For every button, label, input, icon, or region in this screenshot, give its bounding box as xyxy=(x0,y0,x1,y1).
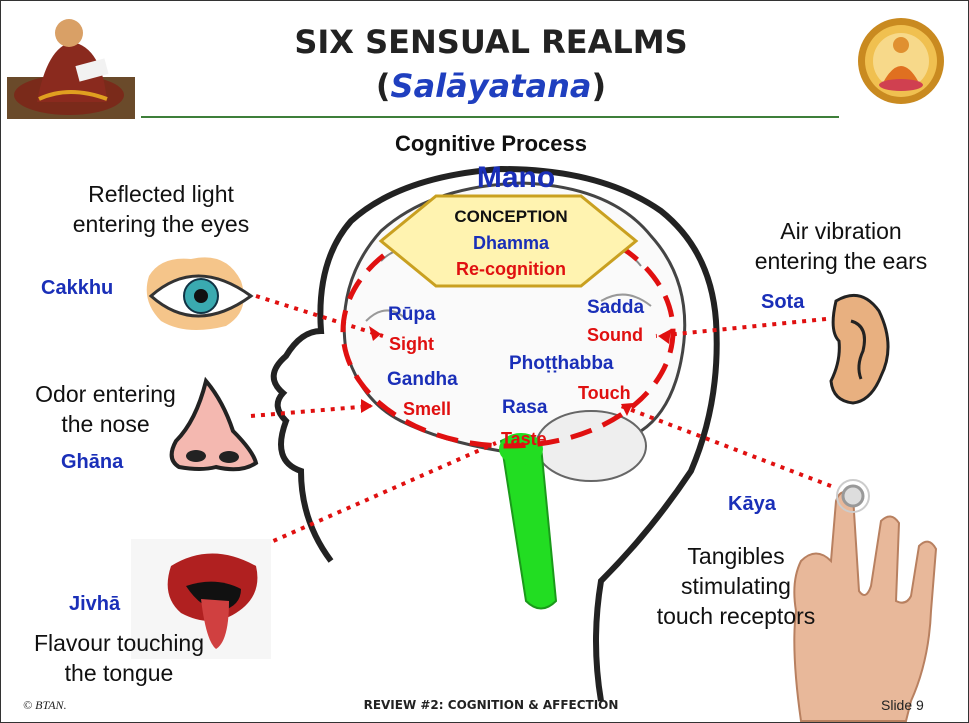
dhamma-label: Dhamma xyxy=(421,233,601,254)
ear-caption-line2: entering the ears xyxy=(721,246,961,276)
ear-caption-line1: Air vibration xyxy=(721,216,961,246)
footer-title: REVIEW #2: COGNITION & AFFECTION xyxy=(331,698,651,712)
sound-label: Sound xyxy=(587,325,643,346)
ear-image xyxy=(831,295,888,403)
touch-label: Touch xyxy=(578,383,631,404)
eye-caption: Reflected light entering the eyes xyxy=(36,179,286,239)
recognition-label: Re-cognition xyxy=(421,259,601,280)
cakkhu-label: Cakkhu xyxy=(41,277,113,300)
rasa-label: Rasa xyxy=(502,397,547,419)
rupa-label: Rūpa xyxy=(388,304,436,326)
eye-image xyxy=(147,257,251,330)
jivha-label: Jivhā xyxy=(69,593,120,616)
nose-caption-line2: the nose xyxy=(13,409,198,439)
nose-caption: Odor entering the nose xyxy=(13,379,198,439)
nose-caption-line1: Odor entering xyxy=(13,379,198,409)
body-caption-line3: touch receptors xyxy=(641,601,831,631)
slide-number: Slide 9 xyxy=(881,697,924,713)
body-caption-line2: stimulating xyxy=(641,571,831,601)
kaya-label: Kāya xyxy=(728,493,776,516)
mano-label: Mano xyxy=(456,161,576,195)
tongue-caption-line1: Flavour touching xyxy=(9,628,229,658)
footer-copyright: © BTAN. xyxy=(23,698,67,713)
sight-label: Sight xyxy=(389,334,434,355)
ear-caption: Air vibration entering the ears xyxy=(721,216,961,276)
photthabba-label: Phoṭṭhabba xyxy=(509,353,614,375)
conception-label: CONCEPTION xyxy=(421,207,601,227)
sadda-label: Sadda xyxy=(587,297,644,319)
taste-label: Taste xyxy=(501,429,547,450)
sota-label: Sota xyxy=(761,291,804,314)
body-caption-line1: Tangibles xyxy=(641,541,831,571)
gandha-label: Gandha xyxy=(387,369,458,391)
eye-caption-line1: Reflected light xyxy=(36,179,286,209)
tongue-caption: Flavour touching the tongue xyxy=(9,628,229,688)
ghana-label: Ghāna xyxy=(61,451,123,474)
smell-label: Smell xyxy=(403,399,451,420)
body-caption: Tangibles stimulating touch receptors xyxy=(641,541,831,631)
eye-caption-line2: entering the eyes xyxy=(36,209,286,239)
tongue-caption-line2: the tongue xyxy=(9,658,229,688)
